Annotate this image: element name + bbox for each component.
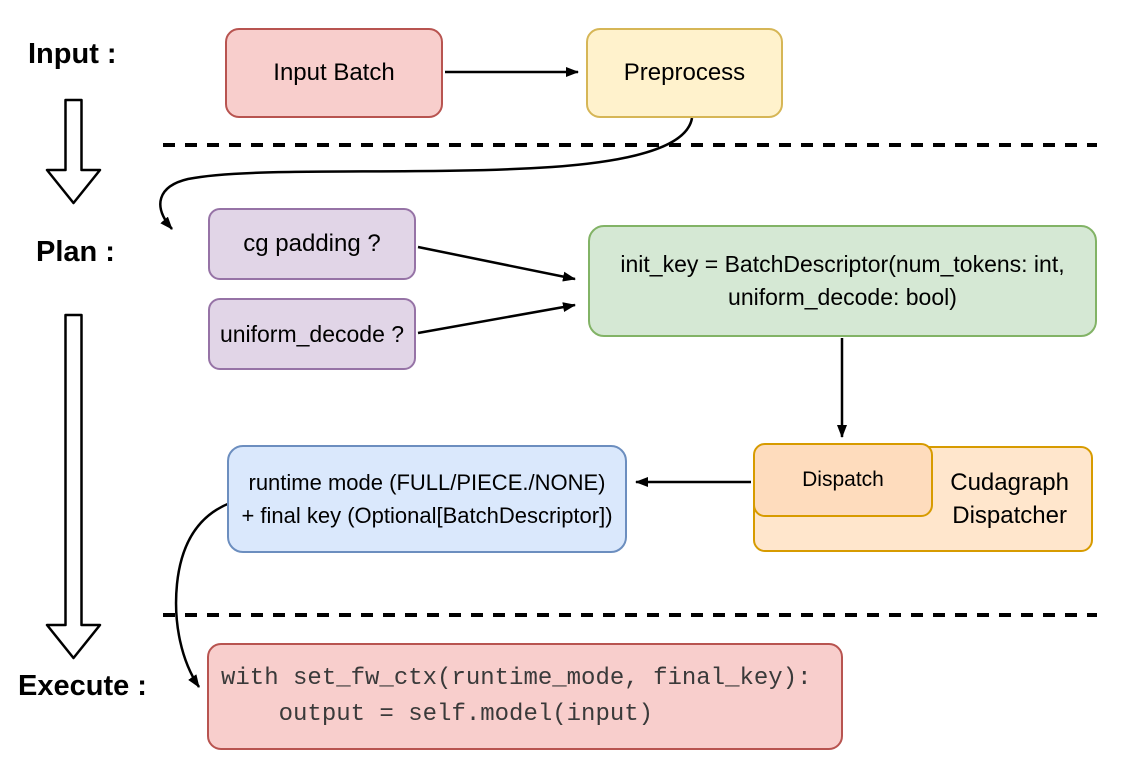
cg-padding-label: cg padding ?: [243, 230, 381, 258]
init-key-text: init_key = BatchDescriptor(num_tokens: i…: [620, 248, 1064, 314]
cudagraph-dispatcher-line2: Dispatcher: [952, 502, 1067, 529]
init-key-line2: uniform_decode: bool): [728, 284, 957, 310]
stage-label-input: Input :: [28, 38, 117, 70]
execute-code-text: with set_fw_ctx(runtime_mode, final_key)…: [221, 661, 812, 733]
stage-arrow-plan-to-execute: [45, 313, 102, 660]
init-key-node: init_key = BatchDescriptor(num_tokens: i…: [588, 225, 1097, 337]
dispatch-label: Dispatch: [802, 468, 884, 492]
uniform-decode-label: uniform_decode ?: [219, 320, 405, 347]
execute-code-line2: output = self.model(input): [221, 700, 654, 728]
stage-label-execute: Execute :: [18, 670, 147, 702]
runtime-mode-line1: runtime mode (FULL/PIECE./NONE): [248, 470, 606, 495]
cudagraph-dispatcher-text: Cudagraph Dispatcher: [950, 466, 1069, 532]
runtime-mode-node: runtime mode (FULL/PIECE./NONE) + final …: [227, 445, 627, 553]
arrow-cgpadding-to-initkey: [417, 245, 576, 282]
arrow-uniformdecode-to-initkey: [417, 302, 576, 335]
dispatch-node: Dispatch: [753, 443, 933, 517]
stage-label-plan: Plan :: [36, 236, 115, 268]
input-batch-node: Input Batch: [225, 28, 443, 118]
execute-code-node: with set_fw_ctx(runtime_mode, final_key)…: [207, 643, 843, 750]
runtime-mode-line2: + final key (Optional[BatchDescriptor]): [241, 503, 613, 528]
preprocess-label: Preprocess: [623, 59, 746, 87]
curve-preprocess-to-cgpadding: [159, 117, 694, 230]
init-key-line1: init_key = BatchDescriptor(num_tokens: i…: [620, 251, 1065, 277]
preprocess-node: Preprocess: [586, 28, 783, 118]
execute-code-line1: with set_fw_ctx(runtime_mode, final_key)…: [221, 664, 812, 692]
cudagraph-dispatcher-line1: Cudagraph: [950, 469, 1069, 496]
cg-padding-node: cg padding ?: [208, 208, 416, 280]
runtime-mode-text: runtime mode (FULL/PIECE./NONE) + final …: [241, 466, 612, 532]
uniform-decode-node: uniform_decode ?: [208, 298, 416, 370]
input-batch-label: Input Batch: [273, 59, 395, 87]
stage-arrow-input-to-plan: [45, 98, 102, 205]
curve-runtime-to-execute: [174, 501, 231, 688]
